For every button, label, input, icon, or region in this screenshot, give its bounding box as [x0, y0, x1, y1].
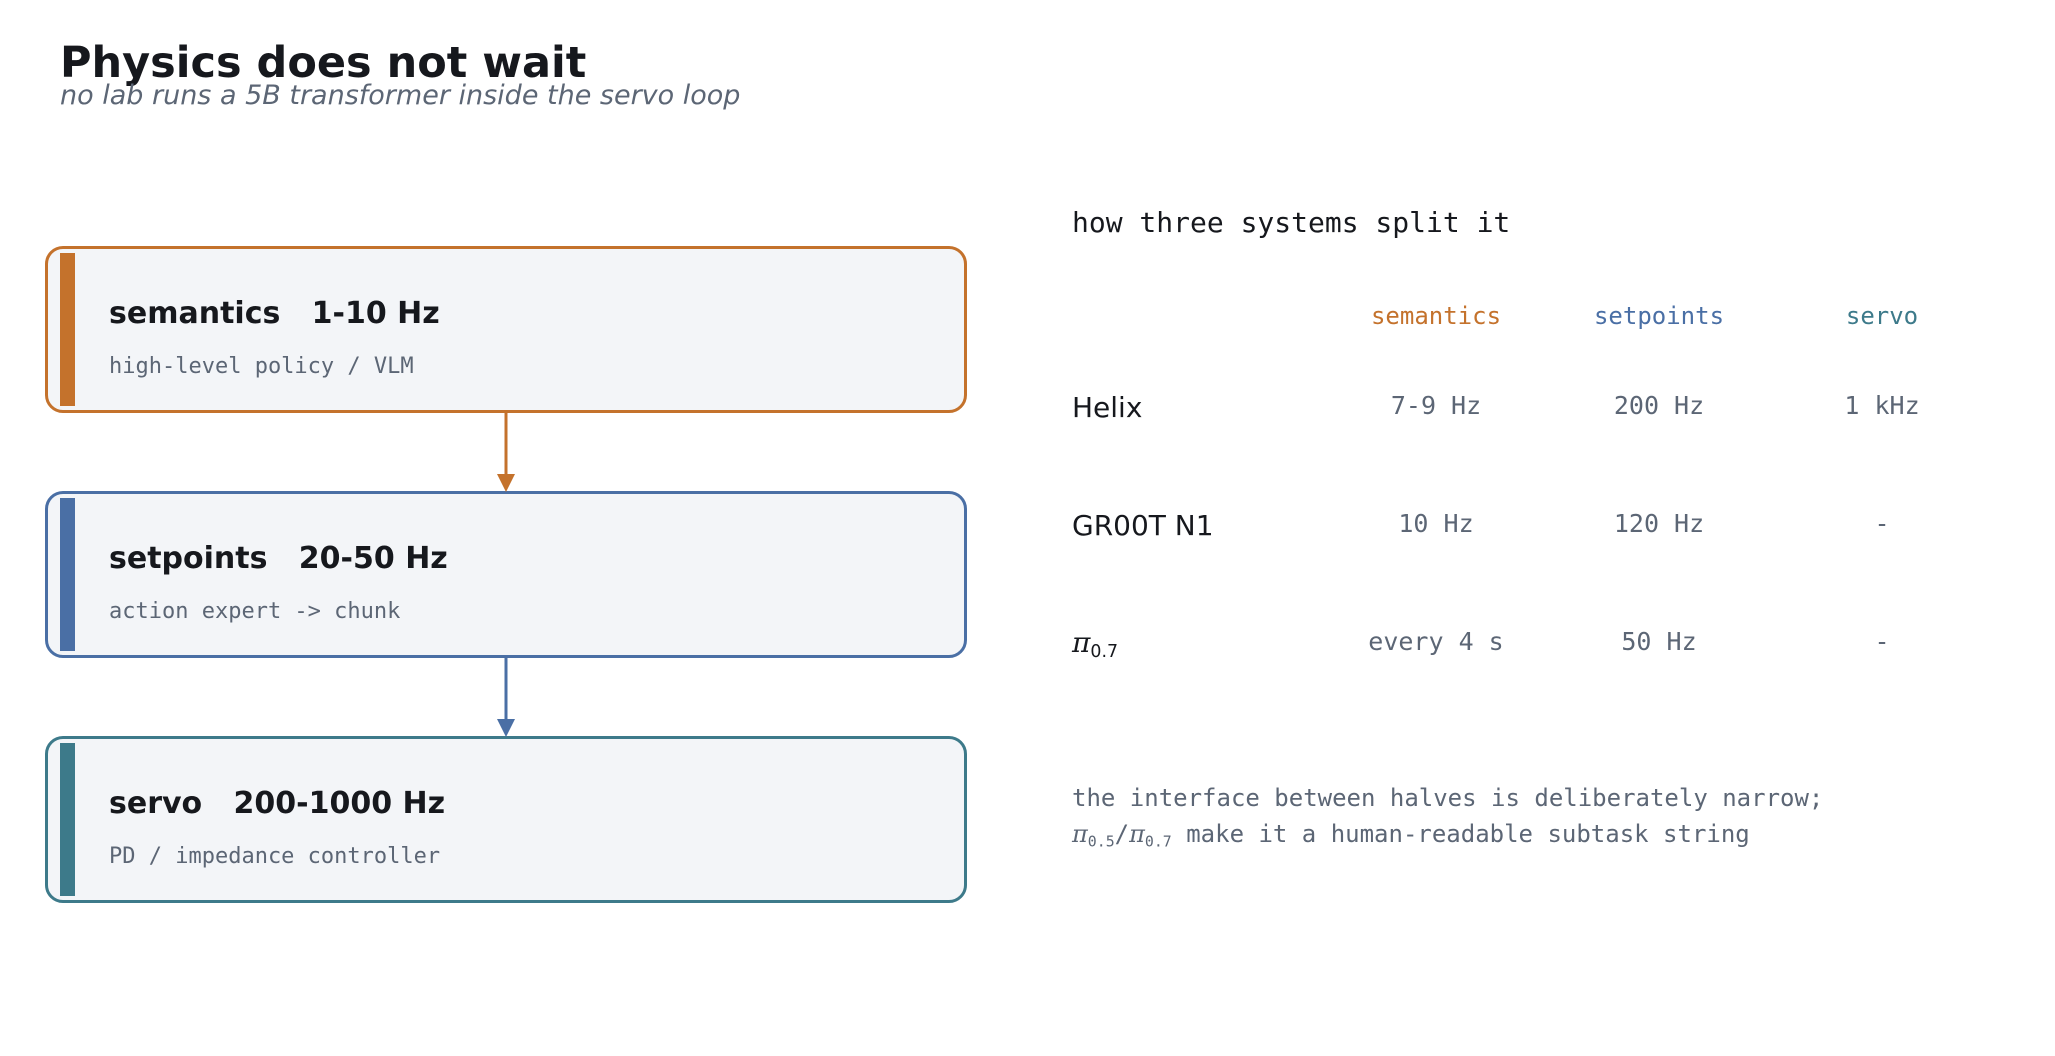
stage-servo-title: servo 200-1000 Hz: [109, 786, 446, 821]
table-cell: 200 Hz: [1613, 391, 1705, 420]
pi-symbol: π: [1072, 626, 1091, 659]
column-header-setpoints: setpoints: [1593, 302, 1725, 330]
column-header-servo: servo: [1845, 302, 1919, 330]
stage-semantics-box: semantics 1-10 Hz high-level policy / VL…: [45, 246, 967, 413]
pi-symbol: π: [1129, 820, 1145, 848]
stage-accent-bar: [60, 743, 75, 896]
footnote-separator: /: [1114, 820, 1130, 848]
pi-symbol: π: [1072, 820, 1088, 848]
stage-setpoints-description: action expert -> chunk: [109, 599, 401, 624]
table-cell: every 4 s: [1368, 627, 1504, 656]
footnote-line-1: the interface between halves is delibera…: [1072, 784, 1824, 812]
stage-setpoints-box: setpoints 20-50 Hz action expert -> chun…: [45, 491, 967, 658]
column-header-semantics: semantics: [1370, 302, 1502, 330]
arrow-semantics-to-setpoints: [497, 413, 515, 492]
row-label-helix: Helix: [1072, 391, 1143, 424]
stage-semantics-title: semantics 1-10 Hz: [109, 296, 440, 331]
pi-subscript: 0.5: [1087, 832, 1115, 851]
stage-servo-box: servo 200-1000 Hz PD / impedance control…: [45, 736, 967, 903]
stage-servo-description: PD / impedance controller: [109, 844, 441, 869]
page-subtitle: no lab runs a 5B transformer inside the …: [60, 80, 741, 111]
stage-accent-bar: [60, 498, 75, 651]
pi-subscript: 0.7: [1090, 642, 1119, 663]
table-title: how three systems split it: [1072, 206, 1511, 239]
footnote-text: make it a human-readable subtask string: [1171, 820, 1750, 848]
stage-accent-bar: [60, 253, 75, 406]
table-cell: -: [1874, 509, 1890, 538]
table-cell: 50 Hz: [1621, 627, 1697, 656]
table-cell: 1 kHz: [1844, 391, 1920, 420]
row-label-groot-n1: GR00T N1: [1072, 509, 1214, 542]
table-cell: 7-9 Hz: [1390, 391, 1482, 420]
footnote-line-2: π0.5/π0.7 make it a human-readable subta…: [1072, 820, 1750, 850]
table-cell: -: [1874, 627, 1890, 656]
row-label-pi-0-7: π0.7: [1072, 626, 1118, 662]
page-title: Physics does not wait: [60, 38, 587, 88]
pi-subscript: 0.7: [1144, 832, 1172, 851]
arrow-setpoints-to-servo: [497, 658, 515, 737]
table-cell: 10 Hz: [1398, 509, 1474, 538]
table-cell: 120 Hz: [1613, 509, 1705, 538]
stage-semantics-description: high-level policy / VLM: [109, 354, 414, 379]
stage-setpoints-title: setpoints 20-50 Hz: [109, 541, 448, 576]
